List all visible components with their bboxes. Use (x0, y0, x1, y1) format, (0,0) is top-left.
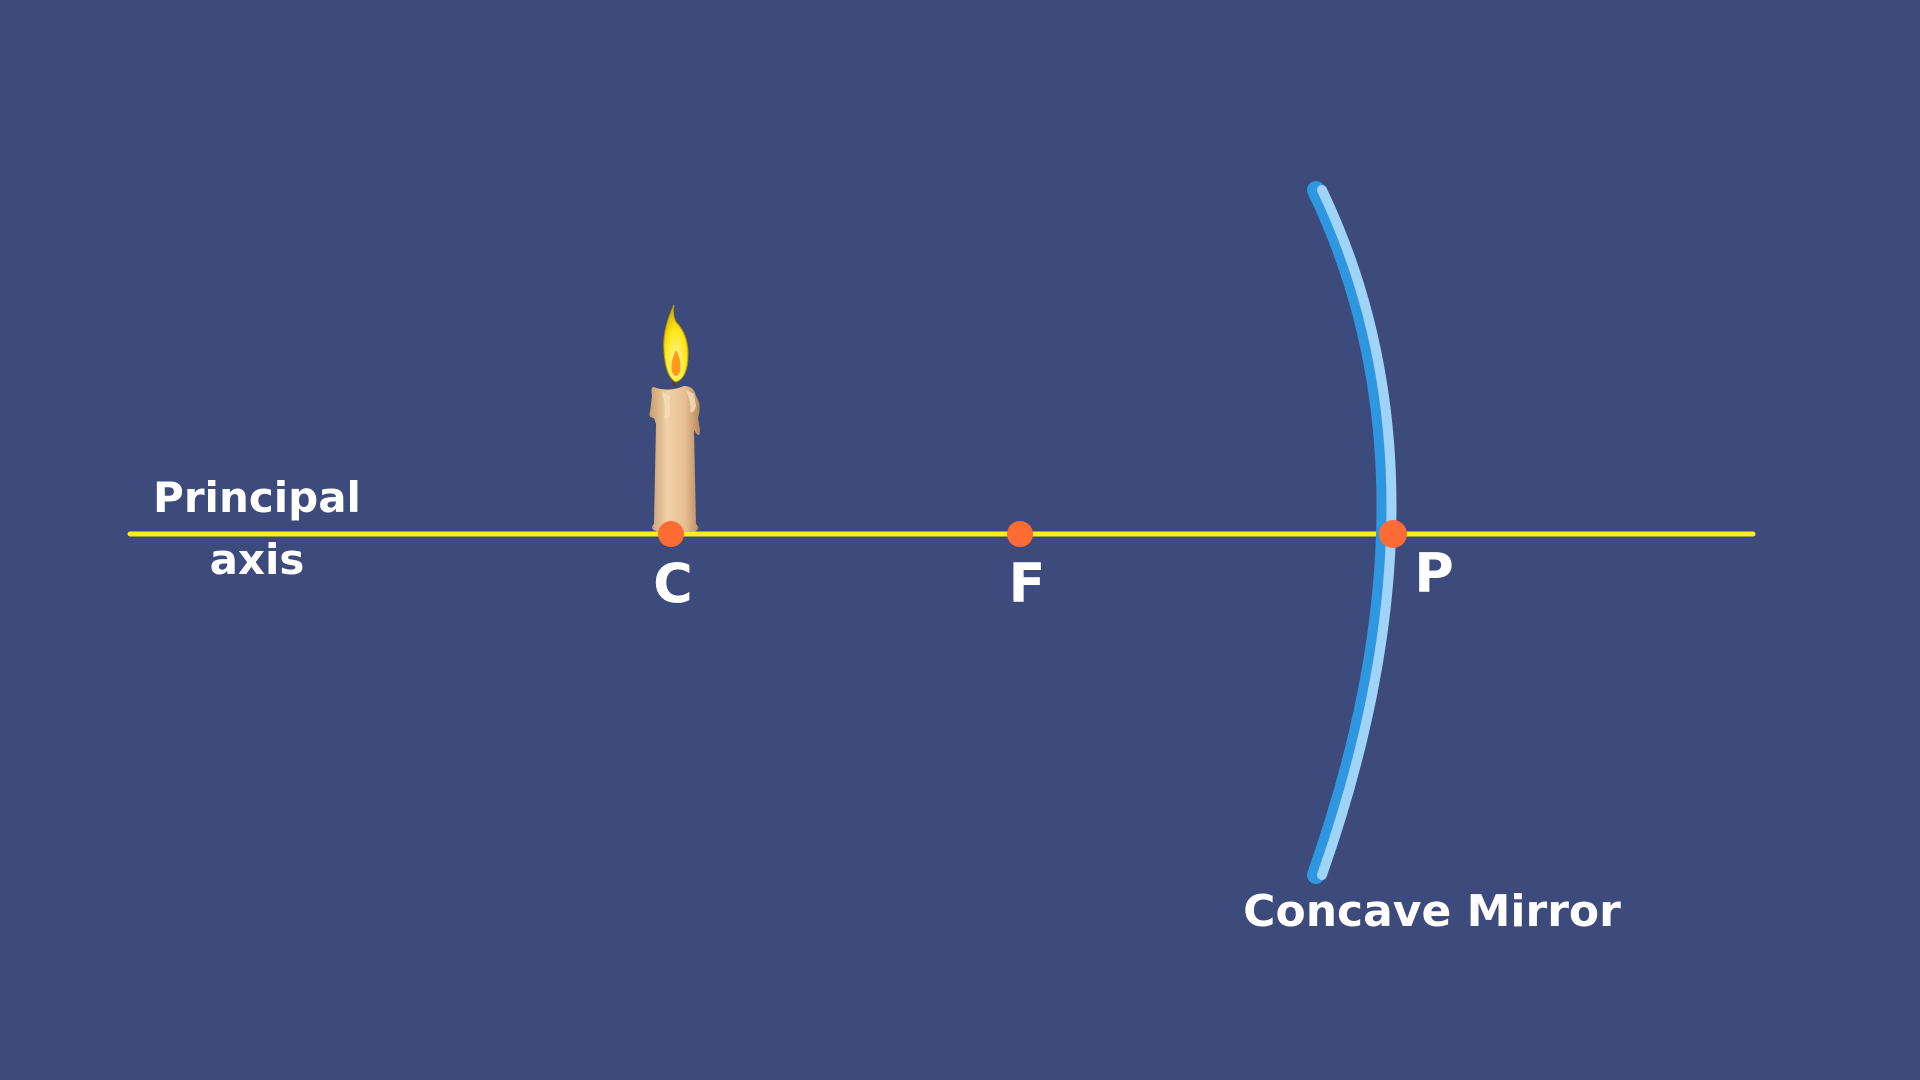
candle-object (649, 304, 700, 532)
center-of-curvature-point (658, 521, 684, 547)
center-of-curvature-label: C (653, 552, 693, 615)
concave-mirror-label: Concave Mirror (1243, 886, 1621, 937)
candle-body (649, 386, 700, 532)
concave-mirror (1307, 181, 1397, 884)
principal-axis-label-line1: Principal (153, 473, 361, 522)
focus-point (1007, 521, 1033, 547)
pole-point (1379, 520, 1407, 548)
pole-label: P (1414, 542, 1454, 605)
principal-axis-label-line2: axis (210, 535, 305, 584)
candle-flame (663, 304, 689, 383)
focus-label: F (1009, 552, 1046, 615)
